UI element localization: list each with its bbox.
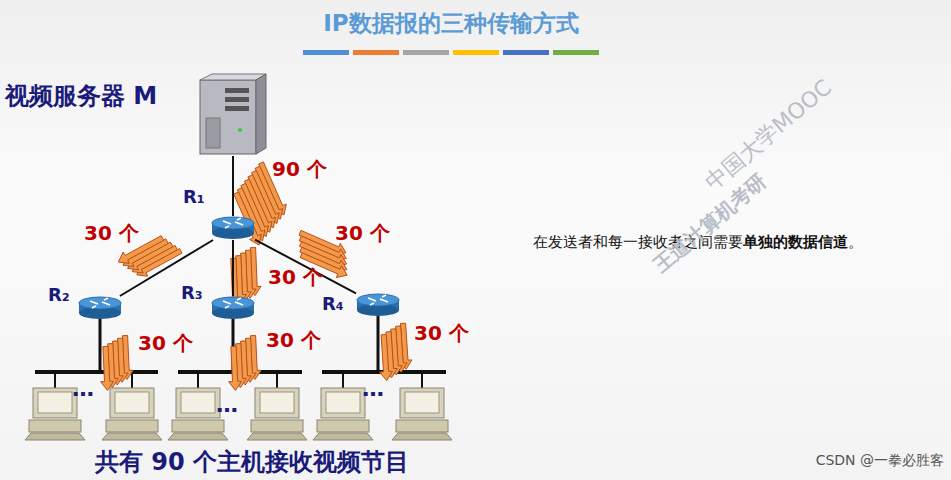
router-label: R₃ (181, 282, 203, 303)
count-label: 30 个 (266, 327, 321, 354)
note-paragraph: 在发送者和每一接收者之间需要单独的数据信道。 (533, 231, 918, 254)
router-label: R₁ (183, 186, 205, 207)
datagram-arrow (229, 346, 242, 390)
router-symbol (211, 216, 255, 240)
count-label: 30 个 (335, 220, 390, 247)
watermark: 中国大学MOOC (699, 73, 839, 197)
note-text: 。 (848, 233, 863, 251)
video-server (200, 74, 266, 154)
ellipsis: … (72, 376, 94, 401)
network-link (232, 240, 234, 296)
router-symbol (211, 296, 255, 320)
computer-icon (392, 388, 452, 440)
router-label: R₂ (48, 284, 70, 305)
ellipsis: … (362, 376, 384, 401)
router-node: R₁ (211, 216, 255, 240)
count-label: 30 个 (268, 264, 323, 291)
server-node: 视频服务器 M (200, 74, 266, 156)
watermark: CSDN @一拳必胜客 (816, 452, 944, 470)
router-node: R₂ (78, 296, 122, 320)
router-node: R₃ (211, 296, 255, 320)
datagram-arrow (380, 335, 393, 381)
router-node: R₄ (356, 293, 400, 317)
count-label: 30 个 (84, 220, 139, 247)
router-label: R₄ (322, 293, 344, 314)
count-label: 30 个 (138, 330, 193, 357)
router-symbol (78, 296, 122, 320)
lan-wires (35, 315, 446, 388)
note-emphasis: 单独的数据信道 (743, 233, 848, 251)
title-bars (303, 50, 599, 55)
count-label: 30 个 (414, 320, 469, 347)
ellipsis: … (216, 392, 238, 417)
datagram-arrows (101, 162, 412, 391)
router-symbol (356, 293, 400, 317)
datagram-arrow (101, 346, 114, 390)
computer-icon (247, 388, 307, 440)
count-label: 90 个 (272, 156, 327, 183)
server-label: 视频服务器 M (5, 80, 157, 112)
caption-text: 共有 90 个主机接收视频节目 (95, 446, 409, 478)
title-text: IP数据报的三种传输方式 (323, 8, 578, 39)
network-link (232, 156, 234, 216)
computer-icon (102, 388, 162, 440)
network-link (255, 240, 356, 294)
